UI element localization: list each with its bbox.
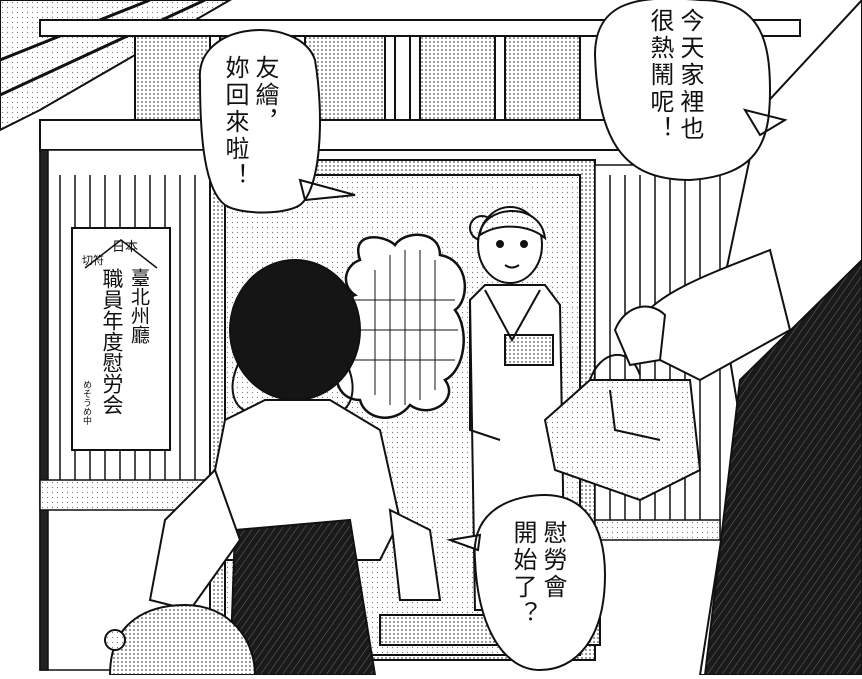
girl-from-behind [148,259,442,676]
gift-bundle-icon [543,354,702,502]
speech-text-question: 慰勞會 開始了？ [509,520,567,628]
sign-top-label: 日本 [112,240,139,255]
speech-bubbles [198,0,788,672]
foreground-head [104,603,257,676]
sign-small-text: めそうめ中 [81,380,91,425]
sign-column-1: 臺北州廳 [128,268,150,344]
sign-column-2: 職員年度慰労会 [100,268,124,415]
sign-sub-label: 切符 [82,254,104,267]
speech-text-greeting: 友繪， 妳回來啦！ [221,55,279,190]
hanging-sign [71,227,171,451]
speech-bubble-question [446,493,607,672]
foreground-figure-right [613,0,862,676]
speech-bubble-greeting [198,29,356,214]
speech-text-lively: 今天家裡也 很熱鬧呢！ [646,8,704,143]
speech-bubble-lively [593,0,788,182]
